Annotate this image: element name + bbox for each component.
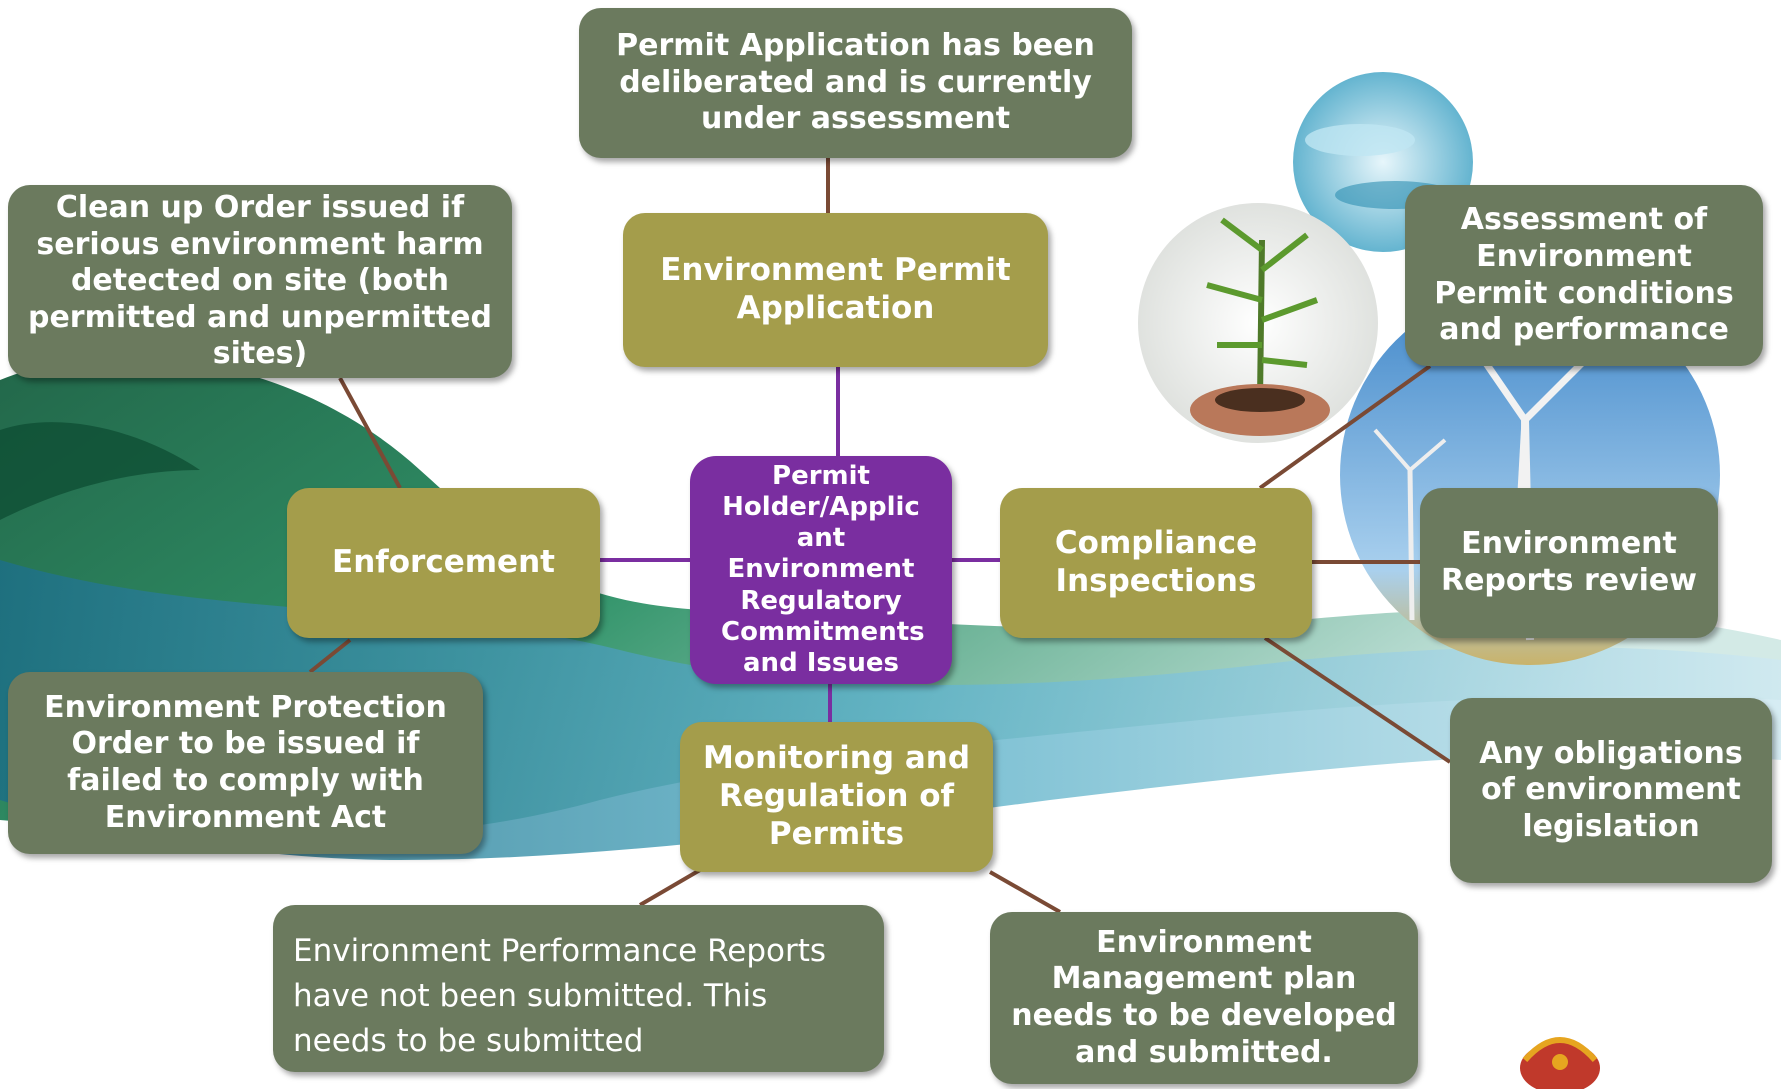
permit-application-box: Environment Permit Application [623, 213, 1048, 367]
performance-reports-box: Environment Performance Reports have not… [273, 905, 884, 1072]
connector-enforcement-protection [308, 638, 352, 674]
connector-compliance-obligations [1263, 636, 1452, 764]
clean-up-order-box: Clean up Order issued if serious environ… [8, 185, 512, 378]
connectors [308, 158, 1452, 914]
management-plan-box: Environment Management plan needs to be … [990, 912, 1418, 1084]
assessment-status-box: Permit Application has been deliberated … [579, 8, 1132, 158]
monitoring-regulation-text: Monitoring and Regulation of Permits [702, 740, 971, 852]
performance-reports-text: Environment Performance Reports have not… [293, 933, 827, 1059]
connector-enforcement-cleanup [338, 377, 402, 489]
connector-compliance-conditions [1258, 364, 1432, 490]
obligations-box: Any obligations of environment legislati… [1450, 698, 1772, 883]
center-commitments-text: Permit Holder/Applic ant Environment Reg… [721, 460, 925, 678]
enforcement-text: Enforcement [332, 544, 555, 581]
center-commitments-box: Permit Holder/Applic ant Environment Reg… [690, 456, 952, 684]
protection-order-box: Environment Protection Order to be issue… [8, 672, 483, 854]
permit-conditions-box: Assessment of Environment Permit conditi… [1405, 185, 1763, 366]
plant-in-hands-image [1138, 203, 1378, 443]
protection-order-text: Environment Protection Order to be issue… [44, 689, 447, 835]
permit-conditions-text: Assessment of Environment Permit conditi… [1434, 202, 1734, 348]
connector-monitoring-plan [989, 870, 1061, 914]
obligations-text: Any obligations of environment legislati… [1479, 735, 1743, 844]
connector-monitoring-performance [638, 868, 702, 907]
clean-up-order-text: Clean up Order issued if serious environ… [27, 190, 492, 372]
reports-review-box: Environment Reports review [1420, 488, 1718, 638]
compliance-inspections-text: Compliance Inspections [1054, 525, 1258, 599]
png-emblem-image [1520, 1037, 1600, 1089]
management-plan-text: Environment Management plan needs to be … [1011, 924, 1397, 1070]
reports-review-text: Environment Reports review [1440, 526, 1697, 598]
monitoring-regulation-box: Monitoring and Regulation of Permits [680, 722, 993, 872]
compliance-inspections-box: Compliance Inspections [1000, 488, 1312, 638]
assessment-status-text: Permit Application has been deliberated … [616, 28, 1095, 137]
permit-application-text: Environment Permit Application [660, 252, 1011, 326]
enforcement-box: Enforcement [287, 488, 600, 638]
